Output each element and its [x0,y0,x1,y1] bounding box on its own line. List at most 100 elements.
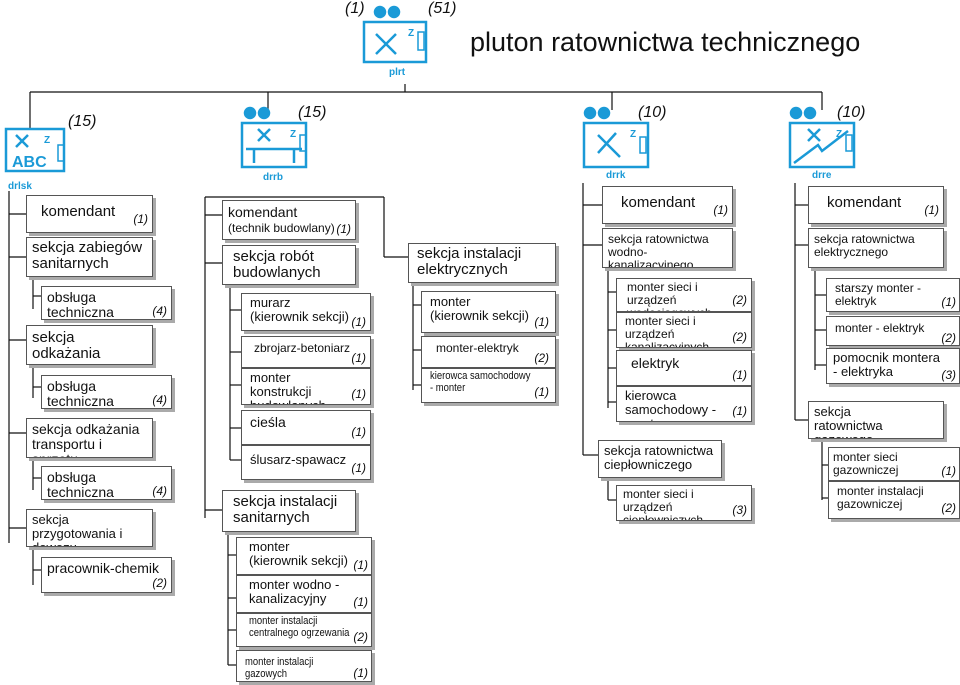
box-label: sekcja ratownictwa ciepłowniczego [604,443,714,473]
box-label: monter sieci i urządzeń kanalizacyjnych [625,314,710,348]
box-label: obsługa techniczna [47,378,114,409]
col2-carpenter-box: cieśla (1) [241,410,371,445]
col4-strength: (10) [837,104,866,121]
box-label: sekcja odkażania terenu [32,329,101,364]
box-count: (1) [351,461,366,475]
col4-commander-box: komendant (1) [808,186,944,224]
box-note: (kierownik sekcji) [430,308,529,324]
svg-text:Z: Z [630,129,636,140]
col4-section-gas-box: sekcja ratownictwa gazowego [808,401,944,439]
box-label: monter instalacji gazowniczej [837,484,924,511]
platoon-unit-symbol-icon: Z [362,5,428,64]
col1-tech-service-2-box: obsługa techniczna (4) [41,375,172,409]
box-label: monter wodno -kanalizacyjny [249,577,340,607]
col4-gas-installer-box: monter instalacji gazowniczej (2) [828,481,960,519]
box-label: monter - elektryk [835,321,925,335]
box-label: zbrojarz-betoniarz [254,341,351,355]
box-count: (1) [732,368,747,382]
top-unit-count-left: (1) [345,0,365,17]
svg-text:Z: Z [408,28,414,39]
box-count: (1) [732,404,747,418]
col3-sewer-fitter-box: monter sieci i urządzeń kanalizacyjnych … [616,312,752,348]
box-label: monter konstrukcji budowlanych [250,370,326,404]
box-label: monter instalacji gazowych [245,656,314,680]
box-label: komendant [228,204,298,220]
box-label: sekcja zabiegów sanitarnych [32,239,143,273]
symbol-abc-text: ABC [12,154,47,171]
box-label: ślusarz-spawacz [250,452,347,467]
col2-section-sanitary-install-box: sekcja instalacji sanitarnych [222,490,356,532]
box-count: (1) [353,558,368,572]
svg-text:Z: Z [836,129,842,140]
col2-welder-box: ślusarz-spawacz (1) [241,445,371,480]
col3-heating-fitter-box: monter sieci i urządzeń ciepłowniczych (… [616,485,752,521]
box-label: monter sieci gazowniczej [833,450,899,477]
water-sewer-rescue-unit-symbol-icon: Z [582,106,650,169]
col2-section-building-box: sekcja robót budowlanych [222,245,356,285]
box-count: (2) [941,331,956,345]
svg-text:Z: Z [290,129,296,140]
box-label: monter [249,539,290,554]
box-label: monter sieci i urządzeń wodociągowych [627,280,712,311]
col2-electrician-box: monter-elektryk (2) [421,336,556,368]
col4-electrician-box: monter - elektryk (2) [826,316,960,346]
box-label: pracownik-chemik [47,560,160,576]
col2-heating-fitter-box: monter instalacji centralnego ogrzewania… [236,613,372,647]
construction-unit-symbol-icon: Z [240,106,308,169]
box-count: (4) [152,393,167,407]
col1-code: drlsk [8,181,32,192]
box-label: obsługa techniczna [47,469,114,500]
col1-section-supply-box: sekcja przygotowania i dowozu odkażalnik… [26,509,153,547]
box-count: (2) [353,630,368,644]
top-unit-code: plrt [389,67,406,78]
decontamination-unit-symbol-icon: Z ABC [4,127,66,173]
col2-electrician-lead-box: monter (kierownik sekcji) (1) [421,291,556,333]
box-label: komendant [41,203,116,220]
top-unit-count-right: (51) [428,0,457,17]
col1-tech-service-3-box: obsługa techniczna (4) [41,466,172,500]
box-count: (1) [133,212,148,226]
electrical-rescue-unit-symbol-icon: Z [788,106,856,169]
box-label: elektryk [631,355,680,371]
box-count: (1) [534,315,549,329]
box-count: (1) [353,595,368,609]
box-label: sekcja robót budowlanych [233,248,321,282]
col2-plumber-lead-box: monter (kierownik sekcji) (1) [236,537,372,575]
svg-text:Z: Z [44,135,50,146]
col3-electrician-box: elektryk (1) [616,350,752,386]
box-count: (1) [351,351,366,365]
box-label: sekcja instalacji sanitarnych [233,493,338,527]
box-count: (1) [924,203,939,217]
col2-commander-box: komendant (technik budowlany) (1) [222,200,356,240]
box-label: cieśla [250,414,286,430]
page-title: pluton ratownictwa technicznego [470,27,861,57]
box-label: murarz [250,295,291,310]
box-count: (1) [336,222,351,236]
col1-tech-service-1-box: obsługa techniczna (4) [41,286,172,320]
box-label: sekcja ratownictwa gazowego [814,404,883,438]
col2-bricklayer-box: murarz (kierownik sekcji) (1) [241,293,371,331]
box-label: sekcja przygotowania i dowozu odkażalnik… [32,512,123,546]
col2-rebar-worker-box: zbrojarz-betoniarz (1) [241,336,371,368]
col2-water-fitter-box: monter wodno -kanalizacyjny (1) [236,575,372,613]
col2-gas-installer-box: monter instalacji gazowych (1) [236,650,372,682]
col4-code: drre [812,170,832,181]
col3-strength: (10) [638,104,667,121]
col1-commander-box: komendant (1) [26,195,153,233]
box-count: (4) [152,304,167,318]
box-label: kierowca samochodowy - monter [430,370,531,394]
box-note: (kierownik sekcji) [250,309,349,325]
box-label: monter instalacji centralnego ogrzewania [249,615,350,639]
box-label: obsługa techniczna [47,289,114,320]
box-count: (1) [941,464,956,478]
box-label: komendant [621,194,696,211]
box-label: monter [430,294,471,309]
box-count: (1) [353,666,368,680]
box-label: monter sieci i urządzeń ciepłowniczych [623,487,704,521]
col3-section-water-sewer-box: sekcja ratownictwa wodno-kanalizacyjnego [602,228,733,268]
box-label: sekcja odkażania transportu i sprzętu [32,421,140,457]
box-count: (2) [941,501,956,515]
col1-strength: (15) [68,113,97,130]
box-label: kierowca samochodowy -monter [625,388,717,421]
